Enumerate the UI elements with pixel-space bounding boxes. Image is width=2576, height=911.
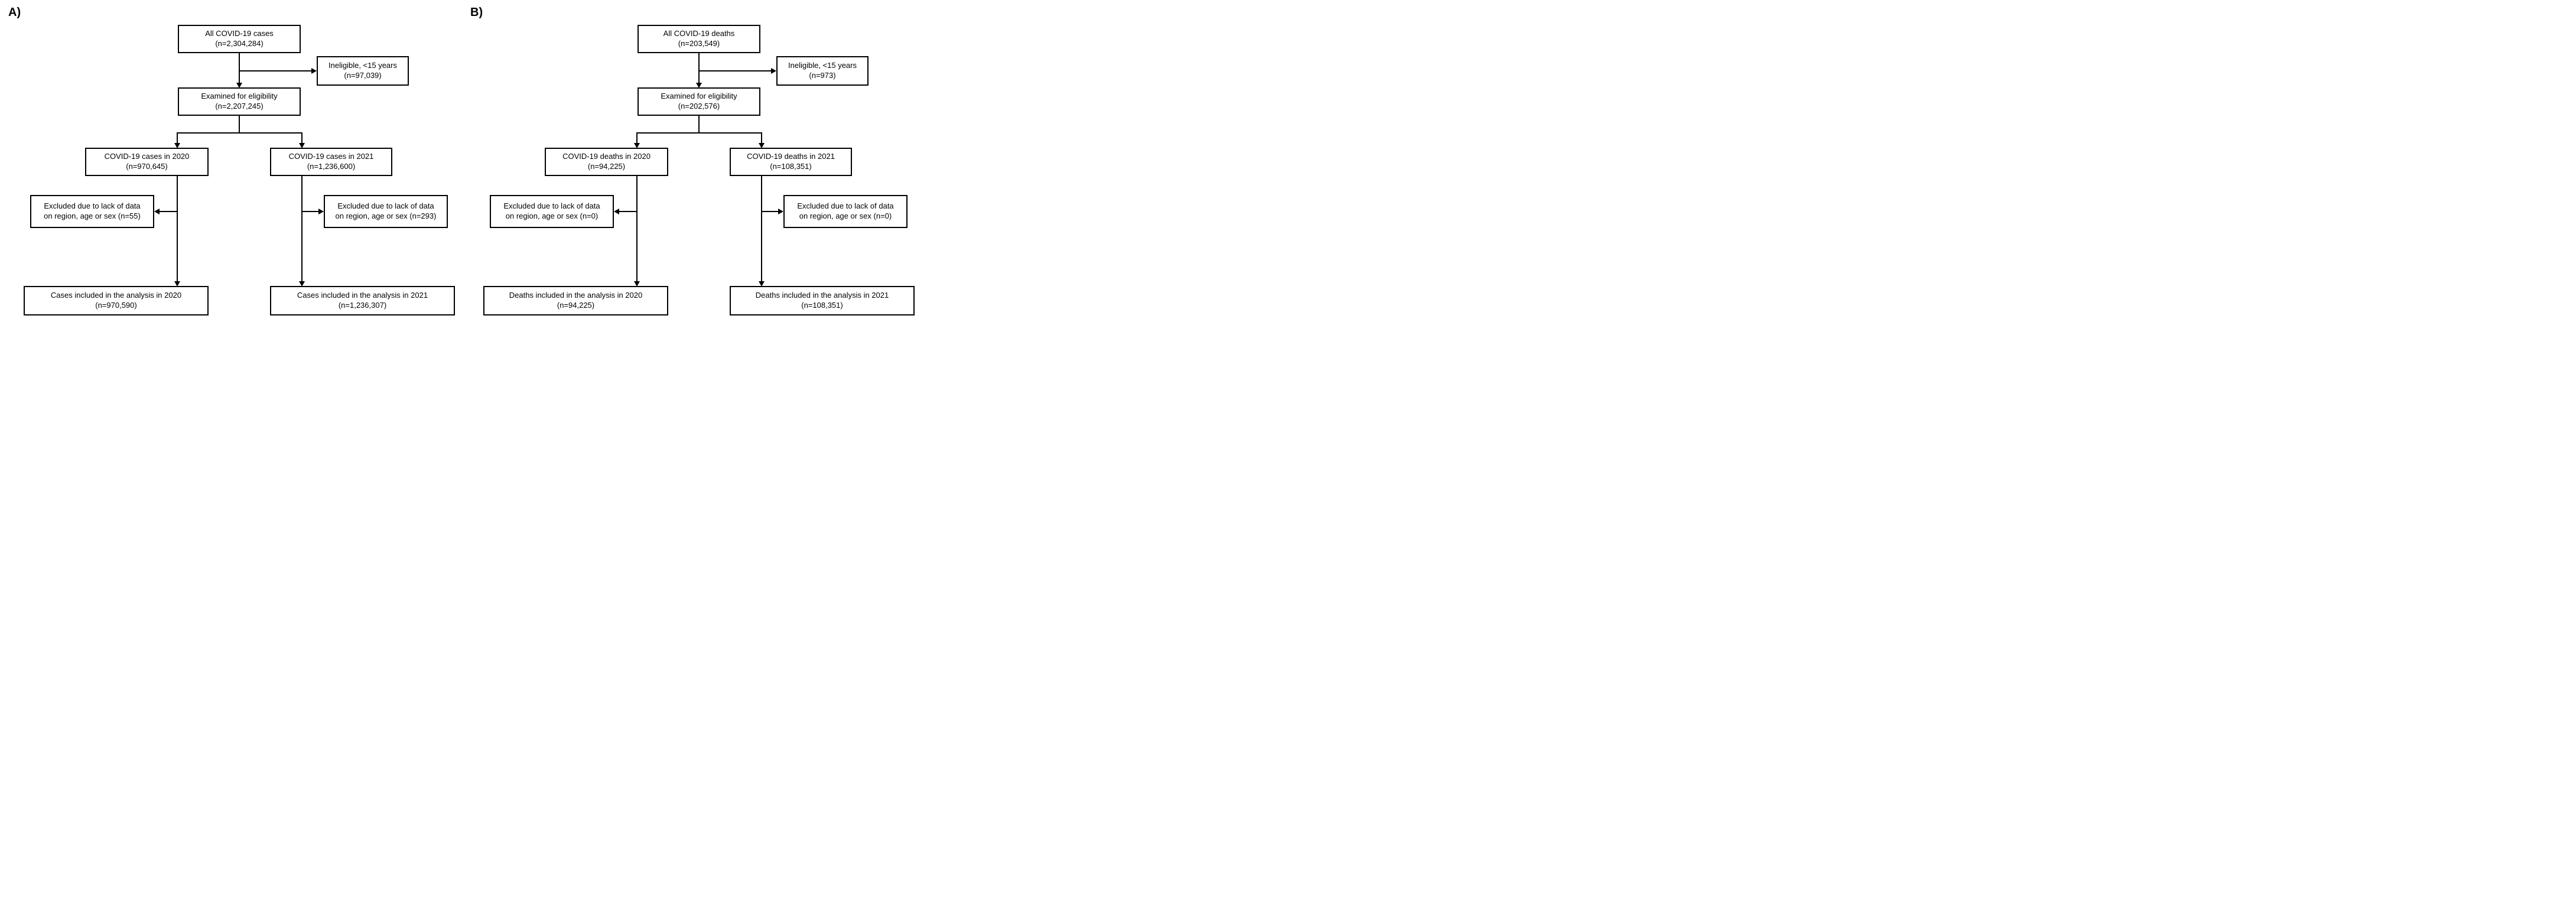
b-line-split	[636, 132, 762, 134]
a-box-cases-2021-line1: COVID-19 cases in 2021	[288, 152, 374, 161]
a-arrowhead-into-cases-2020	[174, 143, 180, 148]
a-line-split	[177, 132, 303, 134]
a-box-examined-line2: (n=2,207,245)	[215, 102, 264, 110]
a-box-excluded-2021-line2: on region, age or sex (n=293)	[335, 212, 437, 220]
b-box-ineligible-line2: (n=973)	[809, 71, 836, 80]
b-box-all-deaths: All COVID-19 deaths (n=203,549)	[638, 25, 760, 53]
b-arrowhead-into-deaths-2021	[759, 143, 765, 148]
b-box-excluded-2020-line2: on region, age or sex (n=0)	[505, 212, 599, 220]
b-box-excluded-2020-line1: Excluded due to lack of data	[503, 201, 600, 211]
b-arrowhead-into-ineligible	[771, 68, 776, 74]
b-box-deaths-2020-line1: COVID-19 deaths in 2020	[562, 152, 650, 161]
a-box-examined: Examined for eligibility (n=2,207,245)	[178, 87, 301, 116]
a-arrowhead-into-cases-2021	[299, 143, 305, 148]
a-box-included-2020: Cases included in the analysis in 2020 (…	[24, 286, 209, 315]
a-box-cases-2021: COVID-19 cases in 2021 (n=1,236,600)	[270, 148, 392, 176]
a-line-drop-2020	[177, 132, 178, 143]
b-box-deaths-2020-line2: (n=94,225)	[587, 162, 626, 171]
b-box-excluded-2021-line2: on region, age or sex (n=0)	[799, 212, 892, 220]
a-box-cases-2020-line2: (n=970,645)	[126, 162, 168, 171]
a-box-cases-2020: COVID-19 cases in 2020 (n=970,645)	[85, 148, 209, 176]
a-line-top-to-examined	[239, 53, 240, 83]
b-box-included-2021-line1: Deaths included in the analysis in 2021	[755, 291, 889, 300]
a-box-excluded-2020-line1: Excluded due to lack of data	[44, 201, 141, 211]
a-box-all-cases-line1: All COVID-19 cases	[205, 29, 274, 38]
b-arrowhead-into-included-2020	[634, 281, 640, 287]
a-arrowhead-into-excluded-2020	[154, 209, 160, 214]
a-box-excluded-2021: Excluded due to lack of data on region, …	[324, 195, 448, 228]
b-line-2020-to-included	[636, 176, 638, 281]
a-line-to-ineligible	[239, 70, 312, 71]
a-box-excluded-2020: Excluded due to lack of data on region, …	[30, 195, 154, 228]
b-box-all-deaths-line1: All COVID-19 deaths	[663, 29, 735, 38]
b-box-included-2021-line2: (n=108,351)	[801, 301, 843, 310]
flow-diagram: A) All COVID-19 cases (n=2,304,284) Inel…	[0, 0, 922, 326]
b-line-to-excluded-2020	[619, 211, 638, 212]
b-box-included-2020: Deaths included in the analysis in 2020 …	[483, 286, 668, 315]
a-box-included-2021: Cases included in the analysis in 2021 (…	[270, 286, 455, 315]
b-box-ineligible-line1: Ineligible, <15 years	[788, 61, 857, 70]
a-line-examined-down	[239, 116, 240, 133]
a-arrowhead-into-excluded-2021	[318, 209, 324, 214]
b-box-deaths-2020: COVID-19 deaths in 2020 (n=94,225)	[545, 148, 668, 176]
a-box-examined-line1: Examined for eligibility	[201, 92, 278, 101]
b-box-deaths-2021-line2: (n=108,351)	[770, 162, 812, 171]
b-box-deaths-2021-line1: COVID-19 deaths in 2021	[747, 152, 835, 161]
a-box-included-2020-line2: (n=970,590)	[95, 301, 137, 310]
b-box-ineligible: Ineligible, <15 years (n=973)	[776, 56, 869, 86]
b-box-included-2020-line1: Deaths included in the analysis in 2020	[509, 291, 643, 300]
a-line-drop-2021	[301, 132, 303, 143]
b-arrowhead-into-excluded-2020	[614, 209, 619, 214]
b-line-to-excluded-2021	[762, 211, 779, 212]
b-arrowhead-into-excluded-2021	[778, 209, 783, 214]
a-box-excluded-2021-line1: Excluded due to lack of data	[337, 201, 434, 211]
a-line-2020-to-included	[177, 176, 178, 281]
a-box-included-2021-line2: (n=1,236,307)	[338, 301, 387, 310]
a-arrowhead-into-included-2021	[299, 281, 305, 287]
b-box-deaths-2021: COVID-19 deaths in 2021 (n=108,351)	[730, 148, 852, 176]
b-arrowhead-into-deaths-2020	[634, 143, 640, 148]
b-box-excluded-2021: Excluded due to lack of data on region, …	[783, 195, 908, 228]
b-box-excluded-2020: Excluded due to lack of data on region, …	[490, 195, 614, 228]
b-box-examined-line1: Examined for eligibility	[661, 92, 737, 101]
a-arrowhead-into-ineligible	[311, 68, 317, 74]
a-box-cases-2021-line2: (n=1,236,600)	[307, 162, 356, 171]
a-box-included-2021-line1: Cases included in the analysis in 2021	[297, 291, 428, 300]
a-box-ineligible: Ineligible, <15 years (n=97,039)	[317, 56, 409, 86]
b-box-excluded-2021-line1: Excluded due to lack of data	[797, 201, 894, 211]
a-box-included-2020-line1: Cases included in the analysis in 2020	[50, 291, 182, 300]
b-box-examined: Examined for eligibility (n=202,576)	[638, 87, 760, 116]
b-line-drop-2021	[761, 132, 762, 143]
b-box-examined-line2: (n=202,576)	[678, 102, 720, 110]
a-line-to-excluded-2021	[302, 211, 319, 212]
a-box-all-cases: All COVID-19 cases (n=2,304,284)	[178, 25, 301, 53]
b-box-included-2021: Deaths included in the analysis in 2021 …	[730, 286, 915, 315]
b-box-all-deaths-line2: (n=203,549)	[678, 39, 720, 48]
b-arrowhead-into-included-2021	[759, 281, 765, 287]
b-line-drop-2020	[636, 132, 638, 143]
a-line-to-excluded-2020	[160, 211, 178, 212]
b-arrowhead-into-examined	[696, 83, 702, 88]
a-box-ineligible-line1: Ineligible, <15 years	[328, 61, 397, 70]
b-line-top-to-examined	[698, 53, 700, 83]
panel-a-label: A)	[8, 6, 21, 19]
a-box-all-cases-line2: (n=2,304,284)	[215, 39, 264, 48]
a-box-ineligible-line2: (n=97,039)	[344, 71, 382, 80]
panel-b-label: B)	[470, 6, 483, 19]
b-line-to-ineligible	[698, 70, 772, 71]
a-box-cases-2020-line1: COVID-19 cases in 2020	[104, 152, 190, 161]
b-line-2021-to-included	[761, 176, 762, 281]
a-box-excluded-2020-line2: on region, age or sex (n=55)	[44, 212, 141, 220]
b-box-included-2020-line2: (n=94,225)	[557, 301, 595, 310]
b-line-examined-down	[698, 116, 700, 133]
a-arrowhead-into-examined	[236, 83, 242, 88]
a-line-2021-to-included	[301, 176, 303, 281]
a-arrowhead-into-included-2020	[174, 281, 180, 287]
